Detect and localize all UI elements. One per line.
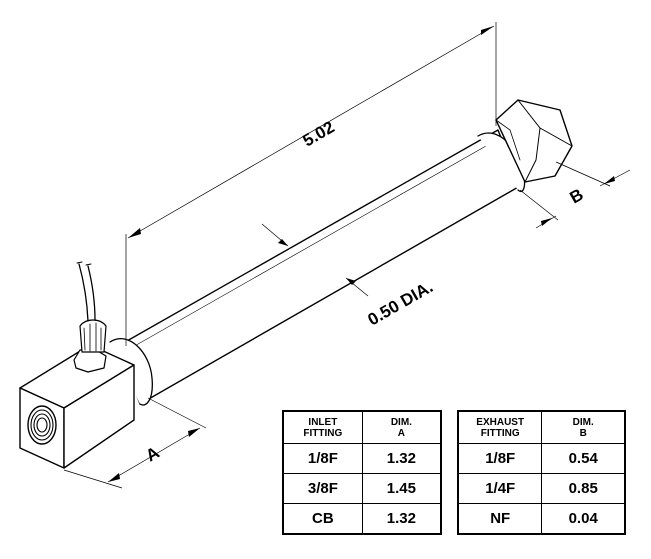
inlet-block-side xyxy=(63,364,135,469)
table-row: 1/8F 0.54 xyxy=(457,443,626,474)
header-dim-b: DIM. B xyxy=(541,410,626,444)
dim-b-ext-2 xyxy=(519,189,559,221)
cell-inlet-fitting: 1/8F xyxy=(282,443,363,474)
cell-dim-b: 0.04 xyxy=(541,503,626,535)
header-exhaust-fitting: EXHAUST FITTING xyxy=(457,410,543,444)
dim-a-label: A xyxy=(143,443,163,466)
tube-highlight xyxy=(123,137,501,353)
cell-inlet-fitting: 3/8F xyxy=(282,473,363,504)
table-row: 1/8F 1.32 xyxy=(282,443,442,474)
arrow-length-right xyxy=(481,26,494,35)
arrow-dia-2 xyxy=(346,278,356,285)
dim-a-ext-1 xyxy=(147,397,207,429)
inlet-port-threads xyxy=(27,405,57,445)
cell-dim-a: 1.32 xyxy=(361,503,442,535)
dim-a-ext-2 xyxy=(63,469,123,489)
cell-exhaust-fitting: NF xyxy=(457,503,543,535)
arrow-dia-1 xyxy=(278,239,288,246)
sensor-wire-2 xyxy=(87,265,96,321)
header-dim-a: DIM. A xyxy=(361,410,442,444)
cell-inlet-fitting: CB xyxy=(282,503,363,535)
table-header-row: INLET FITTING DIM. A xyxy=(282,410,442,444)
arrow-a-top xyxy=(188,428,200,437)
dim-b-label: B xyxy=(567,185,587,208)
dim-b-ext-1 xyxy=(555,161,611,187)
exhaust-fitting-table: EXHAUST FITTING DIM. B 1/8F 0.54 1/4F 0.… xyxy=(457,410,626,535)
cell-dim-a: 1.45 xyxy=(361,473,442,504)
table-header-row: EXHAUST FITTING DIM. B xyxy=(457,410,626,444)
arrow-b-2 xyxy=(541,218,552,226)
cell-exhaust-fitting: 1/8F xyxy=(457,443,543,474)
arrow-a-bottom xyxy=(108,473,120,482)
cell-dim-a: 1.32 xyxy=(361,443,442,474)
table-row: CB 1.32 xyxy=(282,503,442,535)
sensor-base-nut xyxy=(73,349,107,373)
dim-line-length xyxy=(127,25,495,239)
table-row: 3/8F 1.45 xyxy=(282,473,442,504)
cell-dim-b: 0.54 xyxy=(541,443,626,474)
arrow-b-1 xyxy=(604,176,615,184)
header-inlet-fitting: INLET FITTING xyxy=(282,410,363,444)
length-label: 5.02 xyxy=(300,117,338,150)
diameter-label: 0.50 DIA. xyxy=(365,277,437,329)
table-row: NF 0.04 xyxy=(457,503,626,535)
dim-a-line xyxy=(107,427,201,483)
tube-body xyxy=(117,129,521,405)
sensor-body xyxy=(79,319,107,353)
arrow-length-left xyxy=(128,228,141,238)
sensor-wire-1 xyxy=(78,263,89,322)
inlet-fitting-table: INLET FITTING DIM. A 1/8F 1.32 3/8F 1.45… xyxy=(282,410,442,535)
cell-exhaust-fitting: 1/4F xyxy=(457,473,543,504)
cell-dim-b: 0.85 xyxy=(541,473,626,504)
table-row: 1/4F 0.85 xyxy=(457,473,626,504)
